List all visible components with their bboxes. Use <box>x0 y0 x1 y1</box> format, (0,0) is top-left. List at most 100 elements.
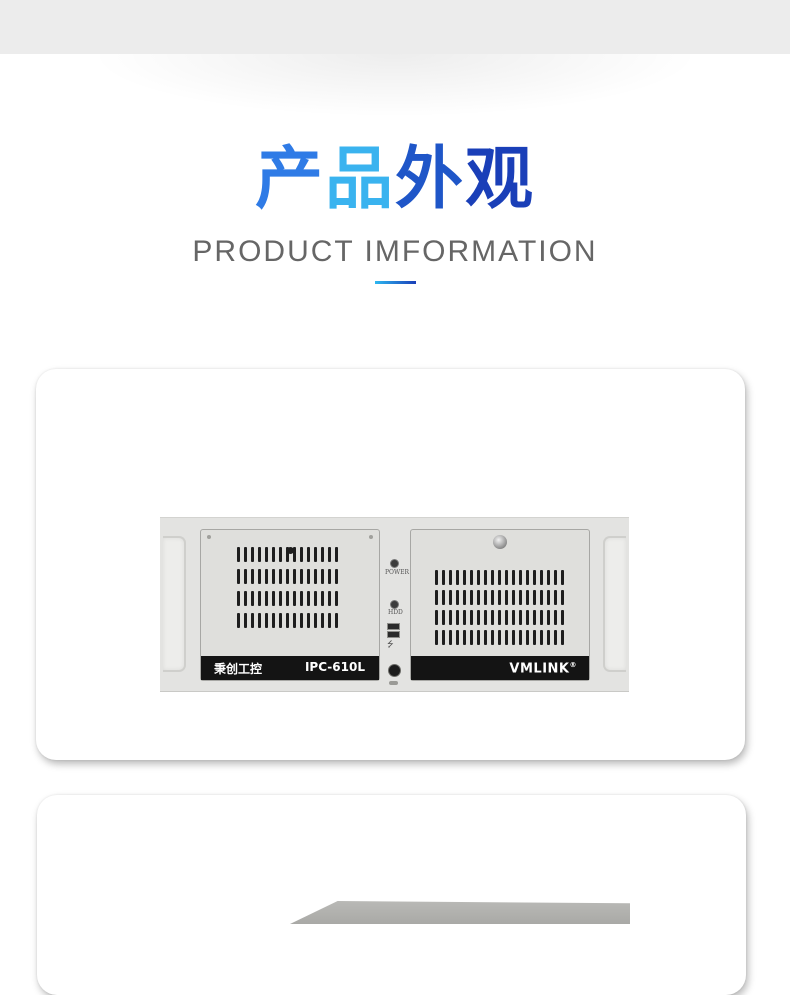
vent-slot <box>335 613 338 628</box>
vent-slot <box>554 610 557 625</box>
vent-slot <box>561 610 564 625</box>
vent-slot <box>272 569 275 584</box>
vent-slot <box>435 570 438 585</box>
vent-slot <box>279 591 282 606</box>
hdd-led <box>390 600 399 609</box>
vent-slot <box>491 610 494 625</box>
product-card-angle <box>37 795 746 995</box>
vent-slot <box>258 569 261 584</box>
vent-slot <box>526 610 529 625</box>
vent-slot <box>456 570 459 585</box>
vent-slot <box>244 591 247 606</box>
vent-slot <box>244 569 247 584</box>
vent-slot <box>335 569 338 584</box>
vent-slot <box>533 630 536 645</box>
vent-slot <box>547 630 550 645</box>
vent-slot <box>449 590 452 605</box>
vent-slot <box>258 591 261 606</box>
vent-slot <box>435 590 438 605</box>
vent-slot <box>293 613 296 628</box>
vent-slot <box>286 591 289 606</box>
vent-slot <box>272 547 275 562</box>
vent-slot <box>279 547 282 562</box>
vent-slot <box>244 613 247 628</box>
vent-slot <box>484 630 487 645</box>
vent-slot <box>237 569 240 584</box>
title-underline <box>375 281 416 284</box>
vent-slot <box>477 610 480 625</box>
vent-slot <box>477 630 480 645</box>
vent-slot <box>321 569 324 584</box>
vent-slot <box>272 613 275 628</box>
section-title: 产品外观 <box>0 138 790 222</box>
reset-button <box>389 681 398 685</box>
front-door-right: VMLINK® <box>410 529 590 681</box>
brand-label-bar: 秉创工控 IPC-610L <box>201 656 379 680</box>
vent-slot <box>314 613 317 628</box>
vent-slot <box>307 547 310 562</box>
vent-slot <box>251 569 254 584</box>
rack-handle-right <box>603 536 626 672</box>
vent-slot <box>561 570 564 585</box>
lock-icon <box>493 535 507 549</box>
vent-slot <box>328 613 331 628</box>
vent-slot <box>286 547 289 562</box>
vent-slot <box>328 569 331 584</box>
vent-slot <box>470 570 473 585</box>
vent-slot <box>470 610 473 625</box>
vent-slot <box>463 610 466 625</box>
top-shadow <box>0 54 790 144</box>
model-name: IPC-610L <box>304 660 365 674</box>
section-title-char: 观 <box>465 140 536 219</box>
vent-slot <box>554 630 557 645</box>
vent-slot <box>463 590 466 605</box>
vent-slot <box>449 610 452 625</box>
vent-slot <box>300 591 303 606</box>
vent-slot <box>519 610 522 625</box>
vent-slot <box>498 610 501 625</box>
vent-grille-left <box>237 547 342 628</box>
vent-slot <box>300 547 303 562</box>
vent-slot <box>307 591 310 606</box>
vent-slot <box>491 590 494 605</box>
vent-slot <box>519 570 522 585</box>
front-door-left: 秉创工控 IPC-610L <box>200 529 380 681</box>
vent-slot <box>512 570 515 585</box>
rack-handle-left <box>163 536 186 672</box>
usb-icon: ⭍ <box>387 640 394 649</box>
vent-slot <box>533 570 536 585</box>
vent-slot <box>314 547 317 562</box>
vent-slot <box>321 547 324 562</box>
power-label: POWER <box>385 569 410 576</box>
vent-slot <box>498 590 501 605</box>
vent-slot <box>251 591 254 606</box>
vent-slot <box>491 630 494 645</box>
vent-slot <box>561 590 564 605</box>
vent-slot <box>265 569 268 584</box>
vent-slot <box>237 547 240 562</box>
vent-slot <box>442 570 445 585</box>
vent-slot <box>505 630 508 645</box>
vent-slot <box>265 613 268 628</box>
vent-slot <box>547 570 550 585</box>
vent-slot <box>335 591 338 606</box>
vent-slot <box>286 569 289 584</box>
vent-slot <box>491 570 494 585</box>
vent-slot <box>272 591 275 606</box>
vent-slot <box>477 590 480 605</box>
product-image-front: 秉创工控 IPC-610L VMLINK® POWER HDD ⭍ <box>160 517 629 692</box>
section-title-char: 外 <box>395 140 466 219</box>
vent-slot <box>321 591 324 606</box>
vent-slot <box>449 630 452 645</box>
vent-slot <box>498 630 501 645</box>
vent-slot <box>328 591 331 606</box>
vent-slot <box>449 570 452 585</box>
vent-slot <box>293 547 296 562</box>
usb-port <box>387 631 400 638</box>
vent-slot <box>512 630 515 645</box>
vent-slot <box>540 570 543 585</box>
vent-slot <box>540 610 543 625</box>
vent-slot <box>237 591 240 606</box>
vent-slot <box>484 590 487 605</box>
vent-slot <box>314 569 317 584</box>
